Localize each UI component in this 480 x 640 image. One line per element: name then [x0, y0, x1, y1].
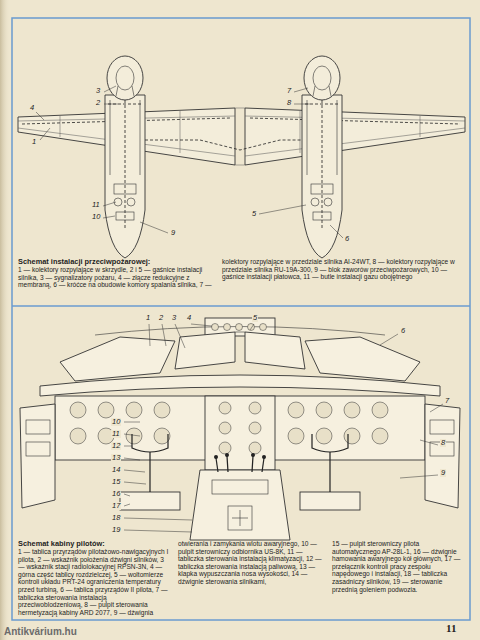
callout-number: 8 [286, 99, 292, 107]
callout-number: 10 [91, 213, 101, 221]
instrument-dial [224, 324, 231, 331]
instrument-dial [344, 402, 360, 418]
callout-number: 12 [111, 442, 121, 450]
caption-text: otwierania i zamykania wlotu awaryjnego,… [178, 540, 326, 586]
callout-number: 1 [145, 314, 151, 322]
callout-number: 4 [186, 314, 192, 322]
instrument-dial [372, 428, 388, 444]
callout-number: 4 [29, 104, 35, 112]
instrument-dial [248, 324, 255, 331]
instrument-dial [372, 402, 388, 418]
instrument-dial [219, 422, 231, 434]
callout-number: 9 [170, 229, 176, 237]
callout-number: 10 [111, 418, 121, 426]
callout-number: 3 [95, 87, 101, 95]
instrument-dial [70, 428, 86, 444]
instrument-dial [288, 428, 304, 444]
callout-number: 13 [111, 454, 121, 462]
instrument-dial [249, 402, 261, 414]
instrument-dial [249, 442, 261, 454]
callout-number: 3 [171, 314, 177, 322]
instrument-dial [212, 324, 219, 331]
instrument-dial [70, 402, 86, 418]
instrument-dial [344, 428, 360, 444]
instrument-dial [236, 324, 243, 331]
callout-number: 11 [111, 430, 121, 438]
callout-number: 14 [111, 466, 121, 474]
callout-number: 8 [440, 439, 446, 447]
caption-title: Schemat kabiny pilotów: [18, 540, 168, 548]
callout-number: 6 [344, 235, 350, 243]
callout-number: 1 [31, 138, 37, 146]
instrument-dial [154, 402, 170, 418]
page-number: 11 [446, 622, 456, 634]
callout-number: 7 [286, 87, 292, 95]
caption-text: kolektory rozpylające w przedziale silni… [222, 258, 465, 281]
callout-number: 6 [400, 327, 406, 335]
instrument-dial [126, 402, 142, 418]
caption-text: 1 — tablica przyrządów pilotażowo-nawiga… [18, 548, 170, 616]
caption-text: 15 — pulpit sterowniczy pilota automatyc… [332, 540, 466, 593]
callout-number: 19 [111, 526, 121, 534]
instrument-dial [288, 402, 304, 418]
instrument-dial [98, 402, 114, 418]
callout-number: 5 [252, 314, 258, 322]
callout-number: 17 [111, 502, 121, 510]
instrument-dial [260, 324, 267, 331]
callout-number: 5 [251, 210, 257, 218]
callout-number: 11 [91, 201, 101, 209]
callout-number: 2 [158, 314, 164, 322]
callout-number: 15 [111, 478, 121, 486]
caption-title: Schemat instalacji przeciwpożarowej: [18, 258, 218, 266]
watermark: Antikvárium.hu [4, 626, 77, 637]
caption-text: 1 — kolektory rozpylające w skrzydle, 2 … [18, 266, 214, 289]
callout-number: 7 [444, 397, 450, 405]
instrument-dial [219, 442, 231, 454]
callout-number: 18 [111, 514, 121, 522]
instrument-dial [219, 402, 231, 414]
callout-number: 9 [440, 469, 446, 477]
instrument-dial [316, 428, 332, 444]
callout-number: 16 [111, 490, 121, 498]
instrument-dial [249, 422, 261, 434]
callout-number: 2 [95, 99, 101, 107]
instrument-dial [316, 402, 332, 418]
